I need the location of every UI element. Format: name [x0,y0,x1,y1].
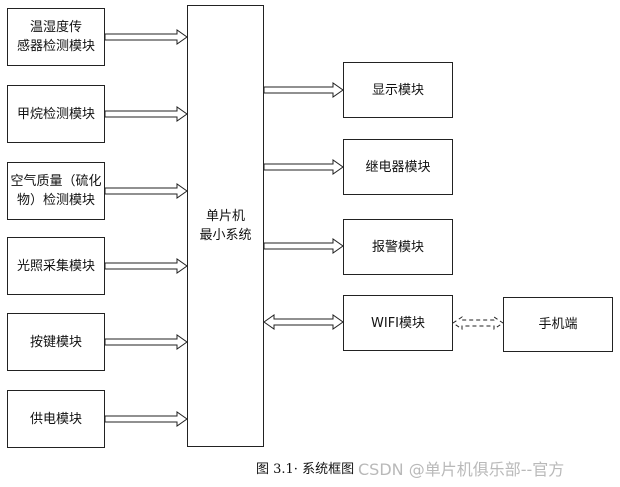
display-module-label: 显示模块 [371,82,424,98]
arrow-air-quality-to-mcu [104,183,188,199]
mcu-minimum-system-box: 单片机 最小系统 [187,5,264,447]
methane-detect-box: 甲烷检测模块 [7,85,105,143]
relay-module-label: 继电器模块 [365,159,431,175]
arrow-mcu-to-alarm [263,238,344,254]
phone-terminal-label: 手机端 [538,317,578,332]
wifi-module-label: WIFI模块 [371,315,425,331]
arrow-wifi-phone-dashed [452,316,504,330]
arrow-mcu-to-relay [263,159,344,175]
arrow-power-to-mcu [104,411,188,427]
phone-terminal-box: 手机端 [503,297,613,352]
arrow-mcu-wifi-bidirectional [263,314,344,330]
arrow-methane-to-mcu [104,106,188,122]
wifi-module-box: WIFI模块 [343,295,453,351]
key-module-label: 按键模块 [29,334,82,350]
relay-module-box: 继电器模块 [343,139,453,195]
key-module-box: 按键模块 [7,313,105,371]
mcu-minimum-system-label: 单片机 最小系统 [199,209,252,243]
air-quality-detect-box: 空气质量（硫化 物）检测模块 [7,162,105,220]
arrow-light-to-mcu [104,258,188,274]
alarm-module-box: 报警模块 [343,219,453,275]
methane-detect-label: 甲烷检测模块 [16,106,95,122]
figure-caption: 图 3.1· 系统框图 [256,462,355,477]
light-collect-label: 光照采集模块 [16,258,95,274]
display-module-box: 显示模块 [343,62,453,118]
arrow-key-to-mcu [104,334,188,350]
temp-humidity-sensor-box: 温湿度传 感器检测模块 [7,8,105,66]
csdn-watermark: CSDN @单片机俱乐部--官方 [358,460,565,479]
power-module-label: 供电模块 [29,411,82,427]
power-module-box: 供电模块 [7,390,105,448]
alarm-module-label: 报警模块 [371,239,424,255]
arrow-temp-humidity-to-mcu [104,29,188,45]
light-collect-box: 光照采集模块 [7,237,105,295]
air-quality-detect-label: 空气质量（硫化 物）检测模块 [10,174,102,208]
temp-humidity-sensor-label: 温湿度传 感器检测模块 [16,20,95,54]
arrow-mcu-to-display [263,82,344,98]
